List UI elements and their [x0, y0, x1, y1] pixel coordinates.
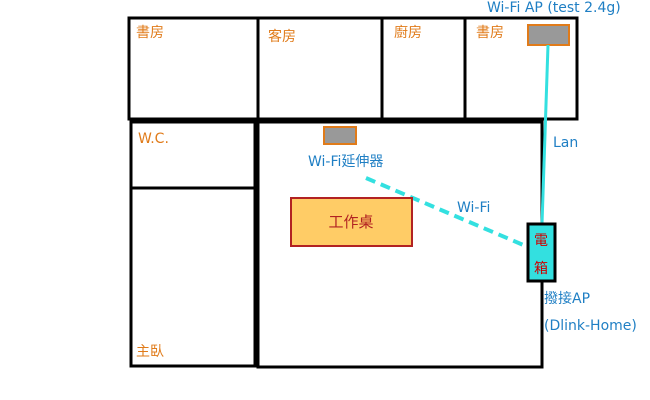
room-study-right: [463, 16, 579, 121]
wifi-link-label: Wi-Fi: [457, 200, 490, 216]
wifi-extender-device: [323, 126, 357, 145]
label-living: 客房: [268, 28, 296, 45]
room-master: [129, 186, 257, 368]
work-desk: [290, 197, 413, 247]
lan-cable: [540, 44, 550, 225]
electric-box-char-2: 箱: [534, 261, 548, 277]
electric-box: [526, 222, 557, 283]
work-desk-label: 工作桌: [328, 213, 373, 231]
lan-label: Lan: [553, 135, 578, 151]
wifi-extender-label: Wi-Fi延伸器: [308, 154, 383, 170]
label-wc: W.C.: [138, 131, 169, 147]
router-label-line2: (Dlink-Home): [544, 318, 637, 334]
label-study-right: 書房: [476, 25, 504, 41]
wifi-ap-label: Wi-Fi AP (test 2.4g): [487, 0, 621, 16]
router-label-line1: 撥接AP: [544, 290, 590, 307]
electric-box-char-1: 電: [534, 233, 548, 249]
label-kitchen: 廚房: [394, 24, 422, 41]
wifi-ap-device: [527, 24, 570, 46]
wifi-link: [365, 176, 529, 249]
label-master: 主臥: [136, 344, 164, 360]
label-study-left: 書房: [136, 25, 164, 41]
